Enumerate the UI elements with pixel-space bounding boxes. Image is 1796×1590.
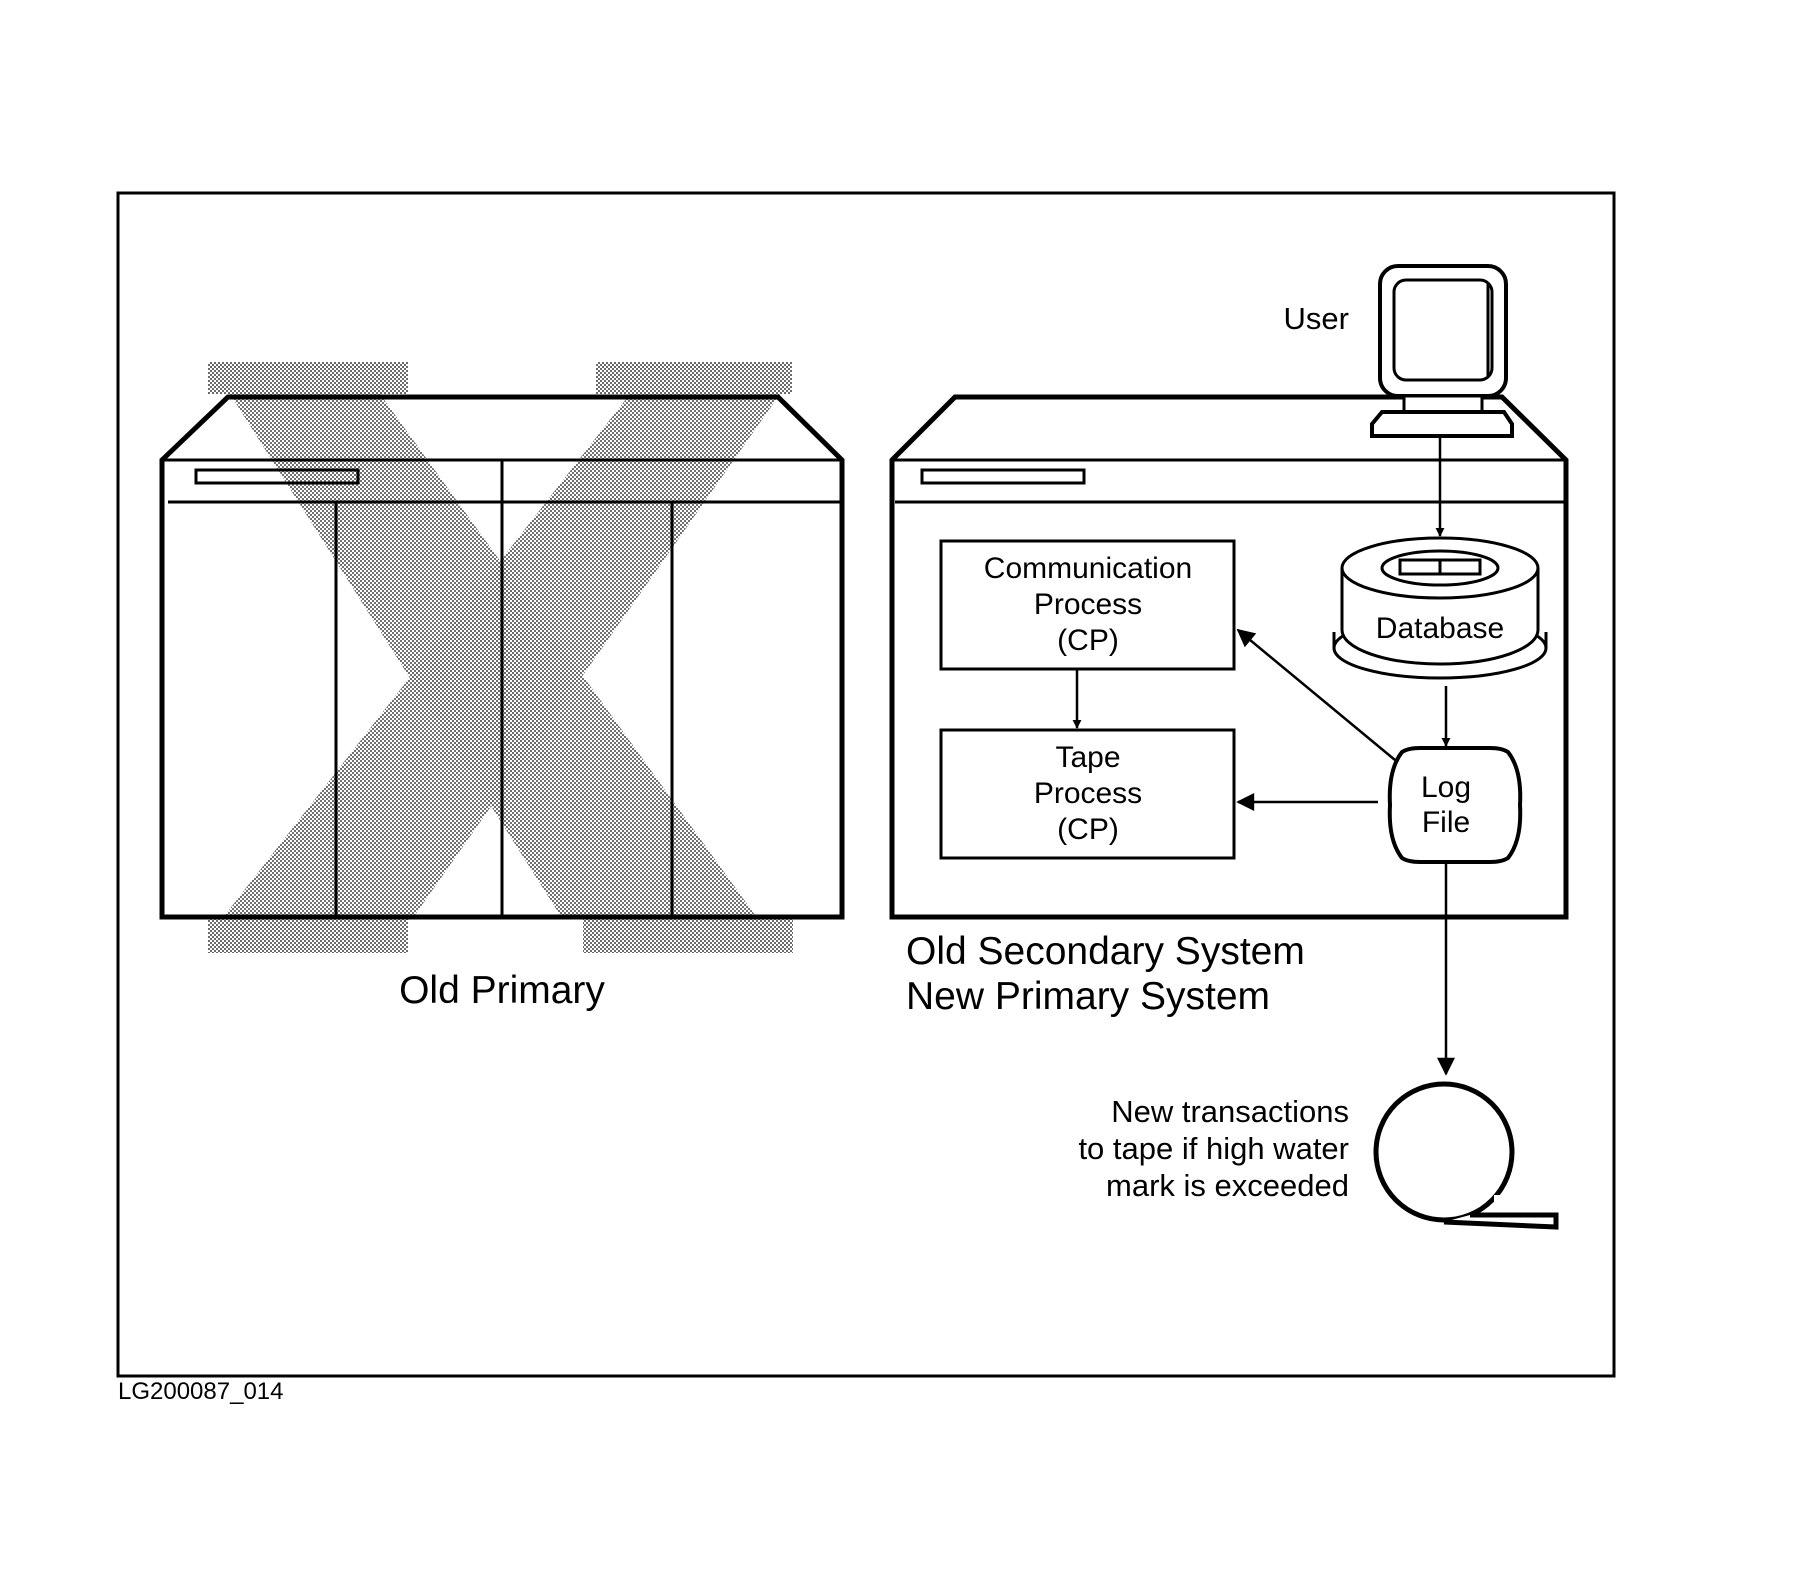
new-primary-system: Communication Process (CP) Tape Process … bbox=[889, 394, 1569, 1018]
figure-code: LG200087_014 bbox=[118, 1378, 284, 1405]
user-label: User bbox=[1284, 301, 1349, 336]
arrow-log-to-cp bbox=[1236, 628, 1396, 761]
outer-frame bbox=[116, 191, 1616, 1378]
svg-text:Process: Process bbox=[1034, 588, 1142, 621]
svg-text:Communication: Communication bbox=[984, 552, 1192, 585]
database-label: Database bbox=[1376, 612, 1504, 645]
log-file-icon: Log File bbox=[1387, 746, 1523, 864]
old-secondary-label: Old Secondary System bbox=[906, 930, 1305, 973]
old-primary-system: Old Primary bbox=[159, 362, 845, 1012]
svg-text:Process: Process bbox=[1034, 777, 1142, 810]
svg-text:(CP): (CP) bbox=[1057, 624, 1119, 657]
svg-text:File: File bbox=[1422, 806, 1470, 839]
tape-note: New transactions to tape if high water m… bbox=[1078, 1094, 1349, 1203]
tape-process-box: Tape Process (CP) bbox=[939, 728, 1236, 860]
svg-text:to tape if high water: to tape if high water bbox=[1078, 1131, 1349, 1166]
old-primary-label: Old Primary bbox=[399, 969, 605, 1012]
database-icon: Database bbox=[1332, 536, 1548, 680]
svg-text:Log: Log bbox=[1421, 771, 1471, 804]
new-primary-label: New Primary System bbox=[906, 975, 1270, 1018]
svg-text:Tape: Tape bbox=[1055, 741, 1120, 774]
communication-process-box: Communication Process (CP) bbox=[939, 539, 1236, 671]
tape-reel-icon bbox=[1373, 1081, 1559, 1230]
svg-text:mark is exceeded: mark is exceeded bbox=[1106, 1168, 1349, 1203]
svg-text:(CP): (CP) bbox=[1057, 813, 1119, 846]
user-terminal-icon: User bbox=[1284, 264, 1514, 438]
svg-text:New transactions: New transactions bbox=[1111, 1094, 1349, 1129]
